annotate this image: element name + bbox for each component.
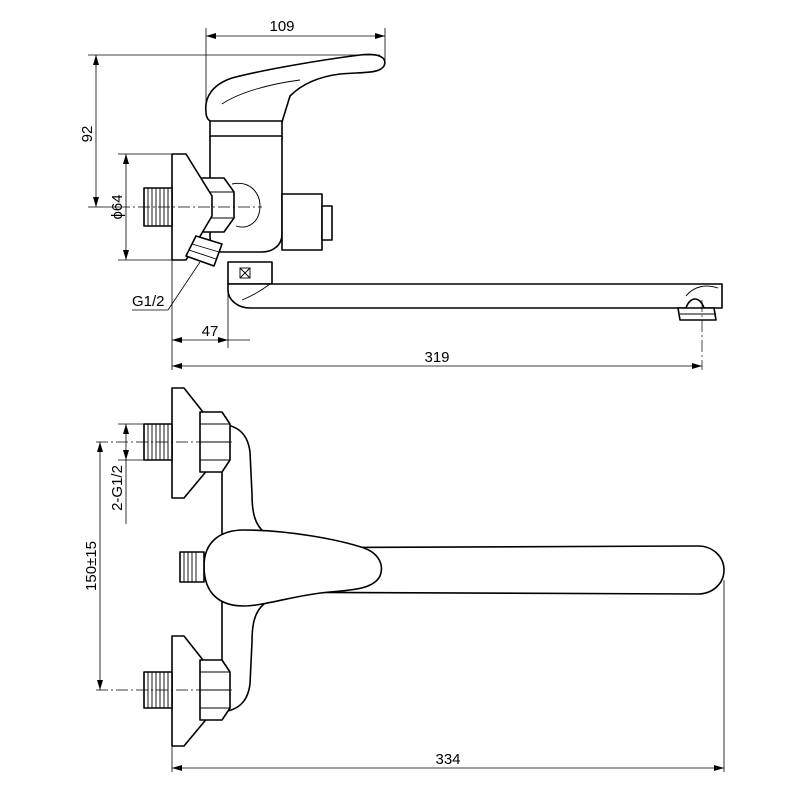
spout <box>227 283 723 309</box>
cartridge-cap <box>209 120 283 138</box>
dim-top-width: 109 <box>269 18 294 35</box>
dim-total-length: 334 <box>435 751 460 768</box>
dim-spout-length: 319 <box>424 349 449 366</box>
dim-height: 92 <box>79 126 96 143</box>
dim-centers: 150±15 <box>83 541 100 591</box>
side-view <box>118 53 723 370</box>
top-lever <box>203 529 383 607</box>
dim-thread: G1/2 <box>132 293 165 310</box>
top-view <box>96 387 725 747</box>
dim-flange-diameter: ϕ64 <box>109 194 126 219</box>
dim-offset: 47 <box>202 323 219 340</box>
angled-thread <box>185 235 223 267</box>
diverter-knob <box>321 205 333 241</box>
lever-handle <box>205 53 386 123</box>
top-view-dimensions: 2-G1/2 150±15 334 <box>83 423 725 772</box>
dim-inlets: 2-G1/2 <box>109 465 126 511</box>
side-view-dimensions: 109 92 ϕ64 G1/2 47 319 <box>79 18 702 370</box>
diverter-box <box>281 193 323 251</box>
